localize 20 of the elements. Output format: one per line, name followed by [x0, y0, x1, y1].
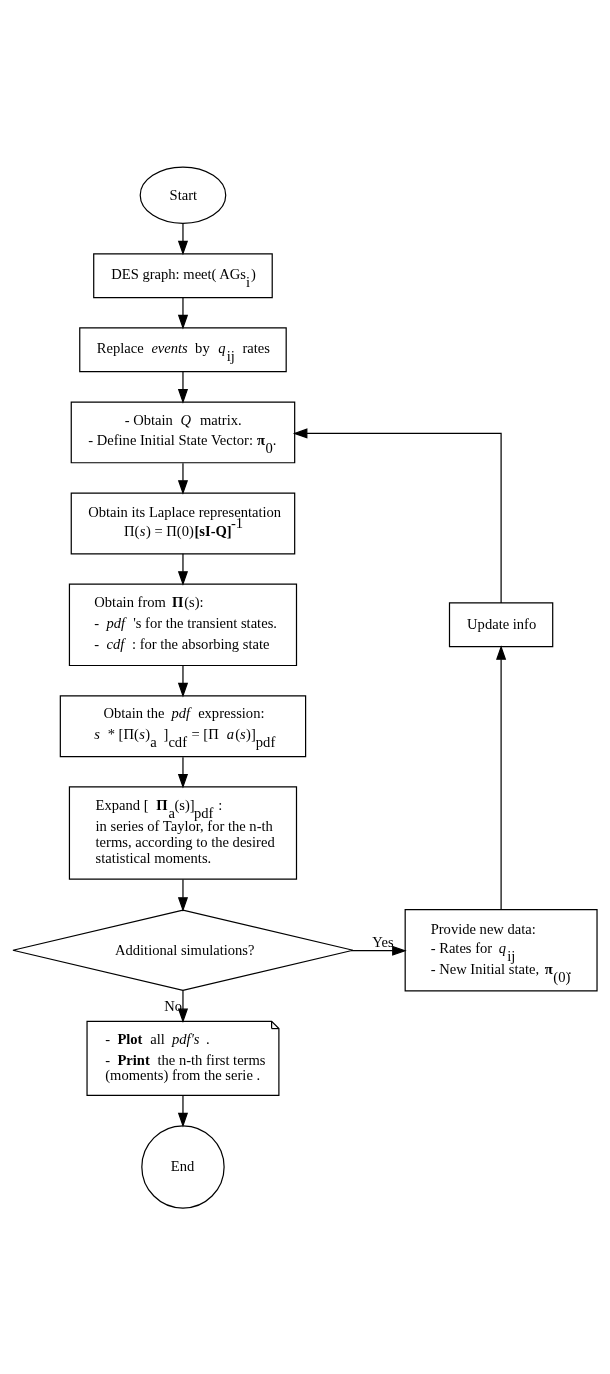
edge-label: No — [164, 997, 183, 1014]
node-diamond: Additional simulations? — [12, 909, 354, 991]
arrow — [177, 296, 189, 329]
arrow — [177, 989, 189, 1023]
arrow — [177, 222, 189, 255]
arrow — [177, 664, 189, 697]
node-circle: End — [141, 1124, 225, 1209]
edge-label: Yes — [372, 933, 394, 950]
arrow — [177, 878, 189, 912]
arrow — [177, 552, 189, 586]
node-box: Update info — [448, 601, 554, 647]
arrow — [292, 427, 502, 603]
arrow — [177, 370, 189, 404]
arrow — [177, 1094, 189, 1127]
arrow — [177, 756, 189, 789]
arrow — [177, 462, 189, 495]
node-ellipse: Start — [139, 165, 227, 224]
arrow — [496, 644, 507, 910]
arrow — [350, 945, 407, 956]
node-box: Obtain from Π(s): - pdf 's for the transient states. - cdf : for the absorbing state — [68, 583, 298, 666]
